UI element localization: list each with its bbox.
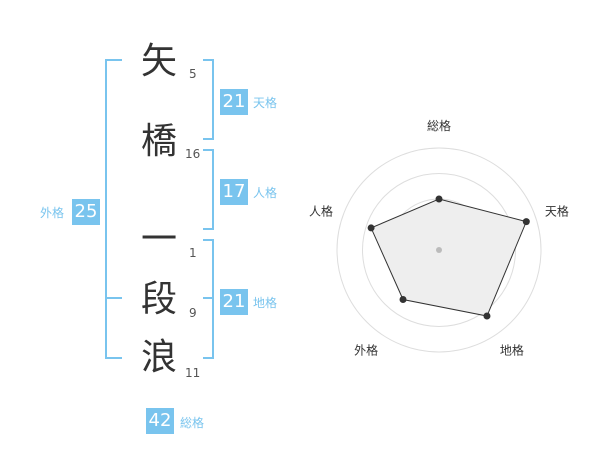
soukaku-label: 総格 bbox=[180, 416, 205, 430]
radar-ring bbox=[336, 147, 542, 353]
name-char-1-strokes: 5 bbox=[189, 67, 197, 81]
name-char-3-strokes: 1 bbox=[189, 246, 197, 260]
radar-axis-label: 天格 bbox=[545, 204, 569, 219]
radar-point bbox=[522, 218, 530, 226]
jinkaku-value: 17 bbox=[220, 179, 248, 205]
soukaku-value: 42 bbox=[146, 408, 174, 434]
tenkaku-value: 21 bbox=[220, 89, 248, 115]
chikaku-value: 21 bbox=[220, 289, 248, 315]
name-char-5-strokes: 11 bbox=[185, 366, 201, 380]
radar-axis-label: 地格 bbox=[500, 342, 524, 357]
radar-series-area bbox=[370, 198, 527, 317]
name-char-5: 浪 bbox=[140, 337, 177, 378]
gaikaku-value: 25 bbox=[72, 199, 100, 225]
radar-axis-label: 外格 bbox=[354, 342, 378, 357]
radar-point bbox=[399, 296, 407, 304]
chikaku-label: 地格 bbox=[253, 296, 278, 310]
name-char-4-strokes: 9 bbox=[189, 306, 197, 320]
radar-point bbox=[483, 312, 491, 320]
name-char-2-strokes: 16 bbox=[185, 147, 201, 161]
tenkaku-label: 天格 bbox=[253, 96, 278, 110]
radar-point bbox=[435, 195, 443, 203]
name-char-2: 橋 bbox=[140, 121, 177, 162]
name-char-3: 一 bbox=[140, 219, 177, 260]
radar-ring bbox=[362, 173, 516, 327]
name-char-1: 矢 bbox=[140, 41, 177, 82]
tenkaku-bracket bbox=[203, 59, 214, 140]
name-char-4: 段 bbox=[140, 279, 177, 320]
gaikaku-bracket bbox=[105, 59, 122, 359]
radar-axis-label: 人格 bbox=[309, 204, 333, 219]
radar-center-dot bbox=[436, 247, 442, 253]
jinkaku-label: 人格 bbox=[253, 186, 278, 200]
jinkaku-bracket bbox=[203, 149, 214, 230]
radar-point bbox=[367, 224, 375, 232]
radar-axis-label: 総格 bbox=[427, 118, 451, 133]
gaikaku-label: 外格 bbox=[40, 206, 65, 220]
